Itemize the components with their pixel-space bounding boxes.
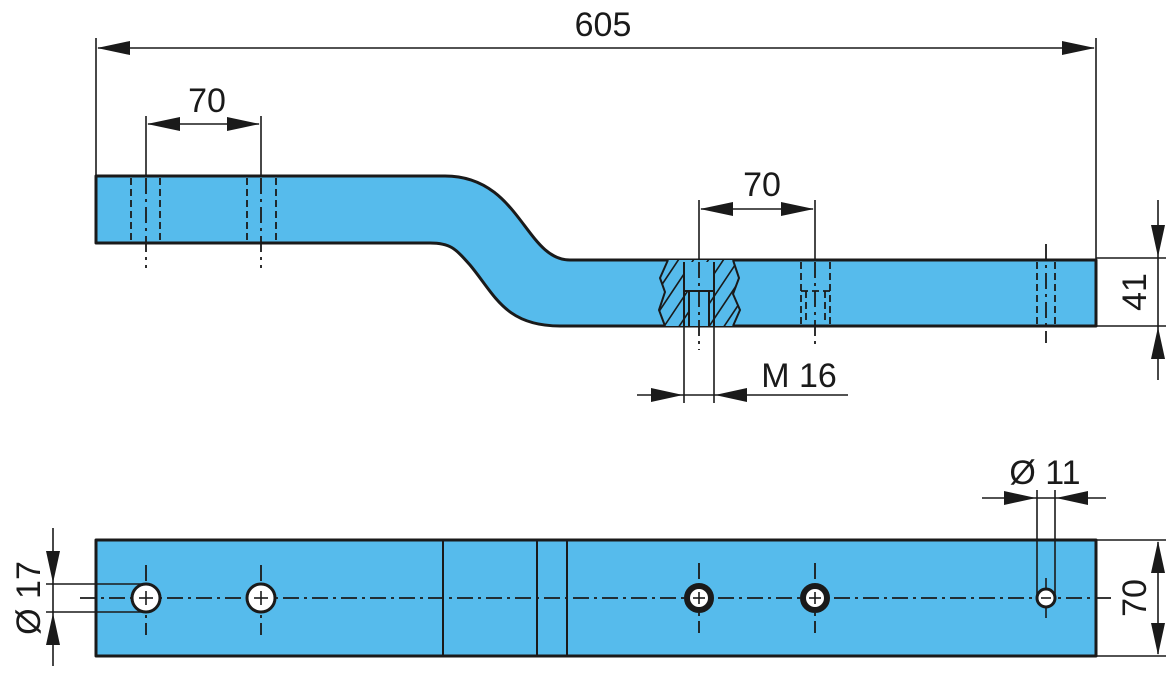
- dimension-width: 70: [1096, 539, 1166, 657]
- left-hole-1-hidden: [130, 178, 161, 268]
- thread-label: M 16: [761, 357, 837, 395]
- dimension-thickness: 41: [1096, 200, 1166, 380]
- hole-11-label: Ø 11: [1009, 454, 1080, 492]
- threaded-hole-section: [657, 259, 742, 350]
- dimension-left-hole-spacing: 70: [145, 82, 262, 176]
- right-spacing-label: 70: [743, 166, 781, 204]
- bent-bar-side-profile: [94, 174, 1098, 328]
- left-hole-2-hidden: [246, 178, 277, 268]
- threaded-hole-top-2: [800, 563, 830, 633]
- dimension-right-hole-spacing: 70: [698, 166, 816, 260]
- top-view: Ø 17 Ø 11 70: [10, 454, 1166, 666]
- thickness-label: 41: [1116, 273, 1154, 311]
- width-label: 70: [1116, 579, 1154, 617]
- hole-17-left-2: [245, 565, 277, 635]
- left-spacing-label: 70: [188, 82, 226, 120]
- side-view: 605 70 70 41: [94, 6, 1166, 403]
- threaded-hole-2-hidden: [800, 262, 831, 346]
- dimension-overall-length: 605: [95, 6, 1097, 260]
- dimension-hole-11: Ø 11: [982, 454, 1106, 598]
- overall-length-label: 605: [575, 6, 632, 44]
- dimension-hole-17: Ø 17: [10, 528, 146, 666]
- hole-17-label: Ø 17: [10, 561, 48, 635]
- dimension-thread: M 16: [637, 326, 848, 403]
- threaded-hole-top-1: [684, 563, 714, 633]
